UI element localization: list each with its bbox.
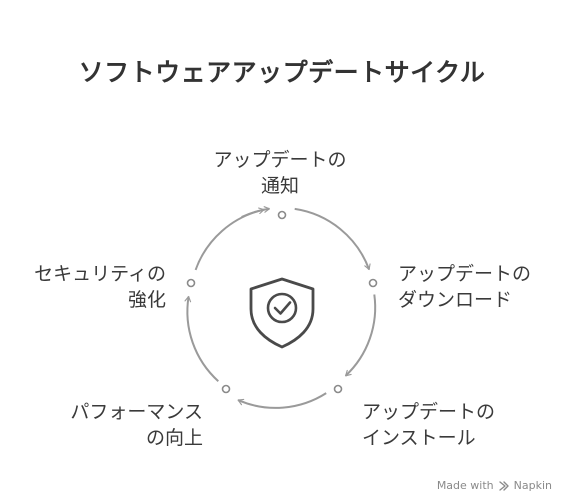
stage-install-line1: アップデートの bbox=[362, 401, 496, 423]
watermark-brand: Napkin bbox=[513, 479, 552, 492]
arrow-to-notify bbox=[194, 207, 265, 271]
node-security-dot bbox=[186, 278, 196, 288]
arrow-to-security bbox=[184, 295, 219, 382]
stage-label-notify: アップデートの 通知 bbox=[200, 147, 360, 199]
stage-notify-line2: 通知 bbox=[260, 175, 299, 197]
stage-download-line2: ダウンロード bbox=[398, 289, 513, 311]
stage-label-download: アップデートの ダウンロード bbox=[398, 261, 531, 313]
stage-label-install: アップデートの インストール bbox=[362, 399, 495, 451]
node-performance-dot bbox=[221, 384, 231, 394]
arrow-to-download bbox=[294, 207, 371, 271]
node-notify-dot bbox=[277, 210, 287, 220]
arrow-to-install bbox=[344, 294, 377, 377]
diagram-title: ソフトウェアアップデートサイクル bbox=[78, 58, 486, 87]
napkin-logo-icon bbox=[498, 480, 509, 491]
stage-download-line1: アップデートの bbox=[398, 263, 532, 285]
node-download-dot bbox=[368, 278, 378, 288]
arrow-to-performance bbox=[237, 392, 327, 409]
stage-install-line2: インストール bbox=[362, 427, 476, 449]
stage-security-line1: セキュリティの bbox=[34, 263, 166, 285]
stage-performance-line1: パフォーマンス bbox=[70, 401, 203, 423]
stage-security-line2: 強化 bbox=[127, 289, 166, 311]
shield-check-icon bbox=[249, 277, 315, 349]
napkin-watermark[interactable]: Made with Napkin bbox=[437, 479, 552, 492]
stage-label-performance: パフォーマンス の向上 bbox=[70, 399, 203, 451]
stage-notify-line1: アップデートの bbox=[213, 149, 347, 171]
stage-label-security: セキュリティの 強化 bbox=[34, 261, 166, 313]
watermark-made-with: Made with bbox=[436, 479, 494, 492]
stage-performance-line2: の向上 bbox=[145, 427, 203, 449]
node-install-dot bbox=[333, 384, 343, 394]
